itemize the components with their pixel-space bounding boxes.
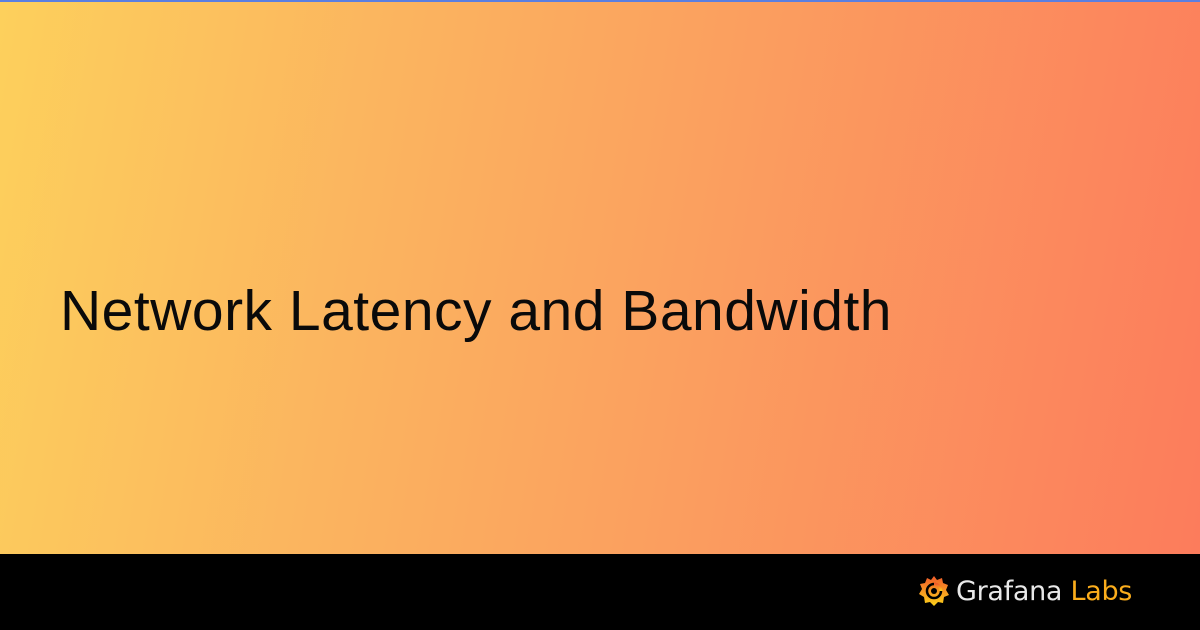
top-accent-bar <box>0 0 1200 2</box>
footer <box>0 554 1200 630</box>
brand-name-secondary: Labs <box>1070 575 1133 607</box>
grafana-labs-logo: Grafana Labs <box>918 574 1132 608</box>
hero-banner <box>0 2 1200 554</box>
page-title: Network Latency and Bandwidth <box>60 279 892 343</box>
grafana-logo-icon <box>919 576 949 606</box>
brand-name-primary: Grafana <box>956 575 1063 607</box>
